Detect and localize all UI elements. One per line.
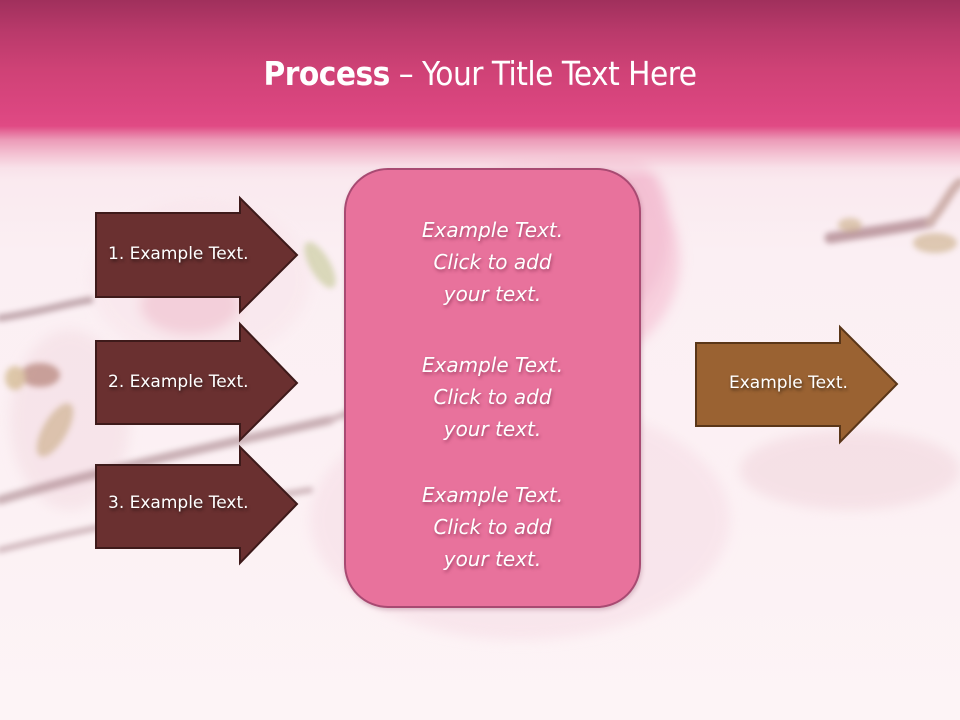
title-bar — [0, 0, 960, 180]
arrow-right-shape-icon — [95, 444, 299, 566]
text-line: your text. — [443, 547, 542, 571]
result-label: Example Text. — [729, 373, 848, 393]
arrow-right-shape-icon — [95, 321, 299, 443]
slide-title[interactable]: Process – Your Title Text Here — [0, 52, 960, 96]
text-line: your text. — [443, 417, 542, 441]
arrow-right-shape-icon — [95, 195, 299, 315]
process-step-arrow-3[interactable]: 3. Example Text. — [95, 444, 299, 566]
text-line: Example Text. — [421, 353, 564, 377]
text-line: Example Text. — [421, 218, 564, 242]
center-text-block-1[interactable]: Example Text. Click to add your text. — [346, 214, 639, 310]
text-line: Click to add — [433, 250, 552, 274]
step-2-label: 2. Example Text. — [108, 372, 249, 392]
step-1-label: 1. Example Text. — [108, 244, 249, 264]
text-line: Example Text. — [421, 483, 564, 507]
arrow-right-shape-icon — [695, 324, 899, 445]
title-rest: Your Title Text Here — [422, 54, 697, 93]
text-line: Click to add — [433, 515, 552, 539]
title-bold-part: Process — [263, 54, 390, 93]
process-step-arrow-2[interactable]: 2. Example Text. — [95, 321, 299, 443]
center-text-box[interactable]: Example Text. Click to add your text. Ex… — [344, 168, 641, 608]
result-arrow[interactable]: Example Text. — [695, 324, 899, 445]
center-text-block-2[interactable]: Example Text. Click to add your text. — [346, 349, 639, 445]
text-line: your text. — [443, 282, 542, 306]
text-line: Click to add — [433, 385, 552, 409]
step-3-label: 3. Example Text. — [108, 493, 249, 513]
center-text-block-3[interactable]: Example Text. Click to add your text. — [346, 479, 639, 575]
title-separator: – — [389, 54, 423, 93]
process-step-arrow-1[interactable]: 1. Example Text. — [95, 195, 299, 315]
